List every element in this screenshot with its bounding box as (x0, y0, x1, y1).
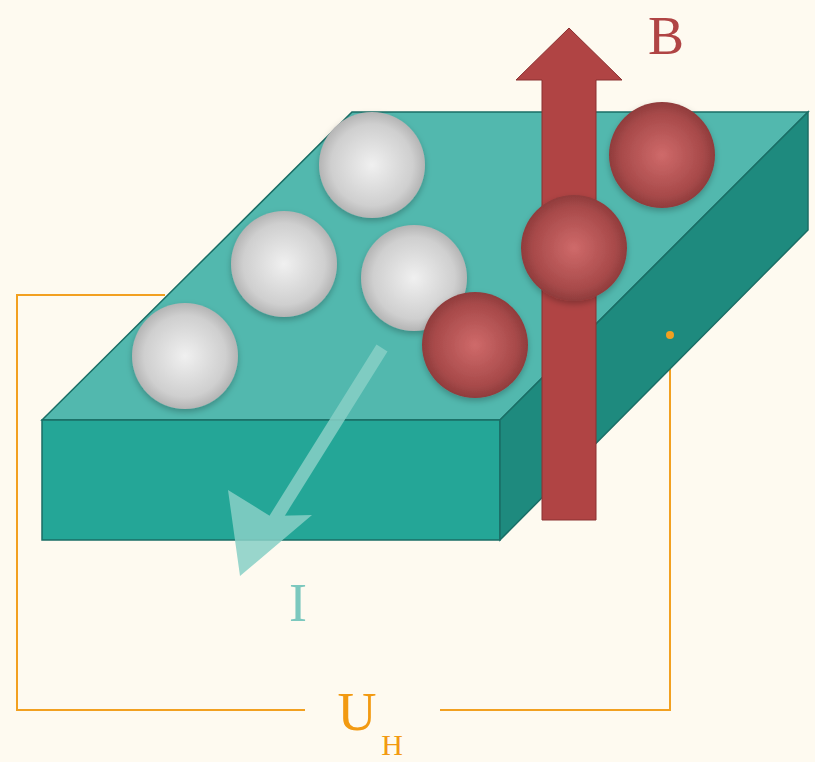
current-label: I (285, 576, 311, 630)
contact-dot (666, 331, 674, 339)
current-arrow (228, 348, 382, 576)
field-label: B (644, 9, 688, 63)
particle (319, 112, 425, 218)
particle (231, 211, 337, 317)
current-head (228, 490, 312, 576)
particle (609, 102, 715, 208)
voltage-label: U (334, 685, 381, 739)
neutral-particles (132, 112, 467, 409)
particle (422, 292, 528, 398)
particle (132, 303, 238, 409)
current-shaft (262, 348, 382, 540)
particle (521, 195, 627, 301)
charged-particles (422, 102, 715, 398)
voltage-subscript: H (377, 730, 407, 760)
